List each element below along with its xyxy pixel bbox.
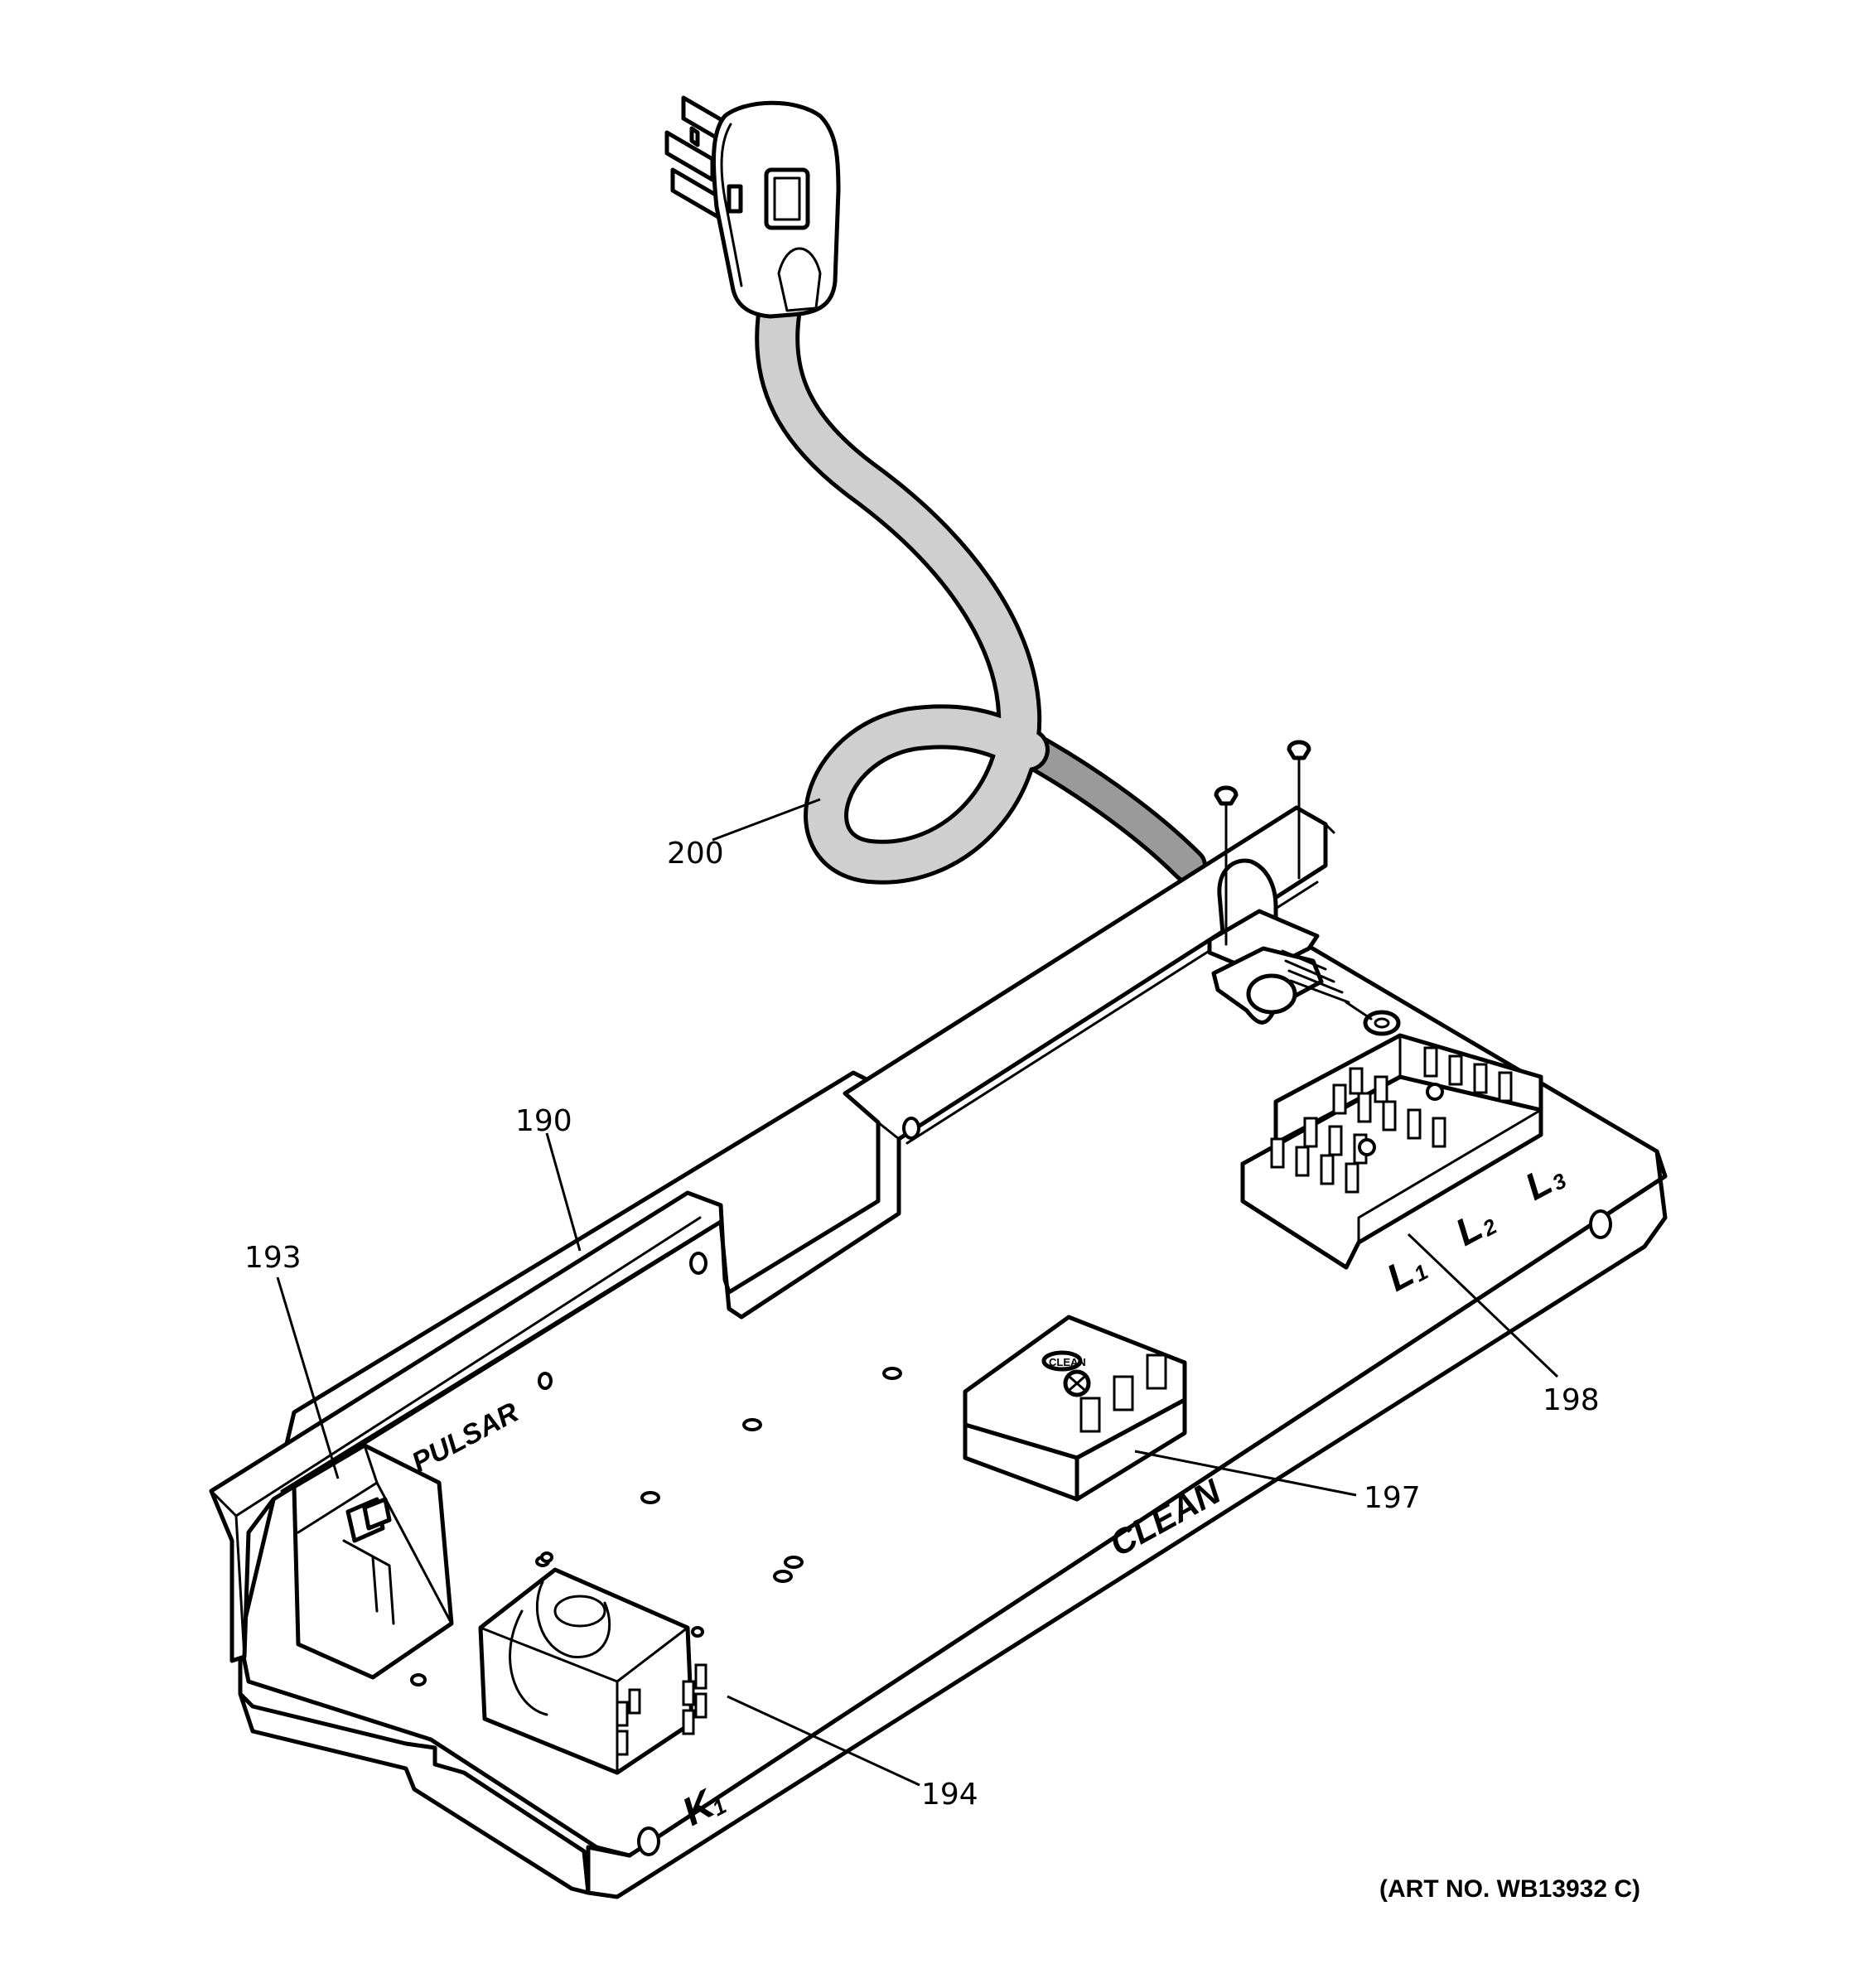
art-number: (ART NO. WB13932 C) [1379,1875,1640,1903]
callout-190: 190 [515,1104,572,1138]
terminal-block [1240,1033,1543,1270]
callout-198: 198 [1543,1383,1600,1417]
leader-lines [276,798,1559,1787]
terminals [1270,1046,1513,1194]
power-cord [755,292,1207,885]
chassis-bracket [209,805,1668,1899]
module-badge-text: CLEAN [1049,1356,1086,1368]
callout-194: 194 [921,1778,978,1812]
callout-197: 197 [1364,1481,1421,1515]
relay-k1 [478,1551,707,1775]
plug [664,95,841,319]
cord-clamp [1207,740,1401,1036]
callout-200: 200 [667,837,724,871]
pulsar-component [292,1443,454,1680]
callout-193: 193 [244,1241,302,1275]
clean-module: CLEAN [963,1315,1187,1502]
